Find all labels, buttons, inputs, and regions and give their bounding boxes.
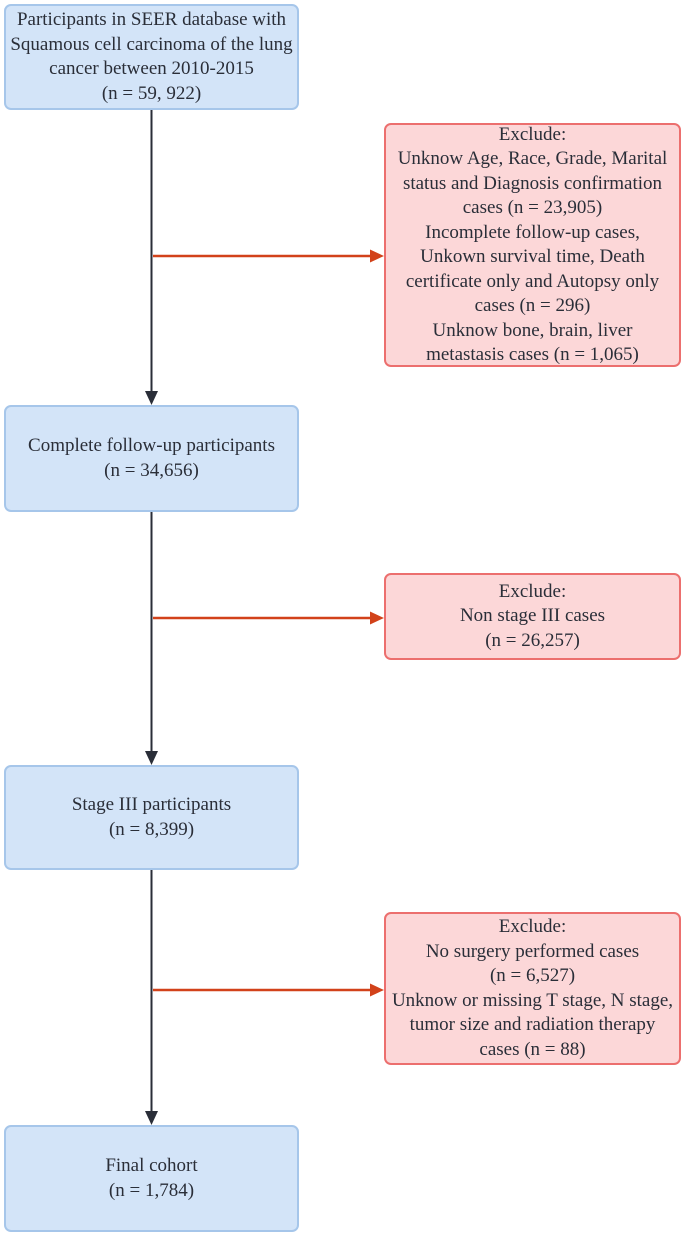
cohort-box-final-cohort: Final cohort(n = 1,784) bbox=[4, 1125, 299, 1232]
exclude-arrowhead-2 bbox=[370, 611, 384, 625]
exclude-box-3-text: Exclude:No surgery performed cases(n = 6… bbox=[391, 916, 674, 1060]
exclude-box-2-text: Exclude:Non stage III cases(n = 26,257) bbox=[459, 580, 606, 651]
exclude-arrowhead-1 bbox=[370, 249, 384, 263]
exclude-box-1-text: Exclude:Unknow Age, Race, Grade, Marital… bbox=[397, 123, 668, 366]
cohort-box-final-cohort-text: Final cohort(n = 1,784) bbox=[105, 1155, 198, 1201]
exclude-box-1: Exclude:Unknow Age, Race, Grade, Marital… bbox=[384, 123, 681, 367]
cohort-box-complete-followup-text: Complete follow-up participants(n = 34,6… bbox=[28, 435, 275, 481]
cohort-box-stage-iii: Stage III participants(n = 8,399) bbox=[4, 765, 299, 870]
flow-arrowhead-2 bbox=[145, 751, 158, 765]
exclude-arrowhead-3 bbox=[370, 983, 384, 997]
flow-arrowhead-3 bbox=[145, 1111, 158, 1125]
cohort-box-stage-iii-text: Stage III participants(n = 8,399) bbox=[71, 794, 232, 840]
flow-arrowhead-1 bbox=[145, 391, 158, 405]
exclude-box-2: Exclude:Non stage III cases(n = 26,257) bbox=[384, 573, 681, 660]
cohort-box-complete-followup: Complete follow-up participants(n = 34,6… bbox=[4, 405, 299, 512]
exclude-box-3: Exclude:No surgery performed cases(n = 6… bbox=[384, 912, 681, 1065]
